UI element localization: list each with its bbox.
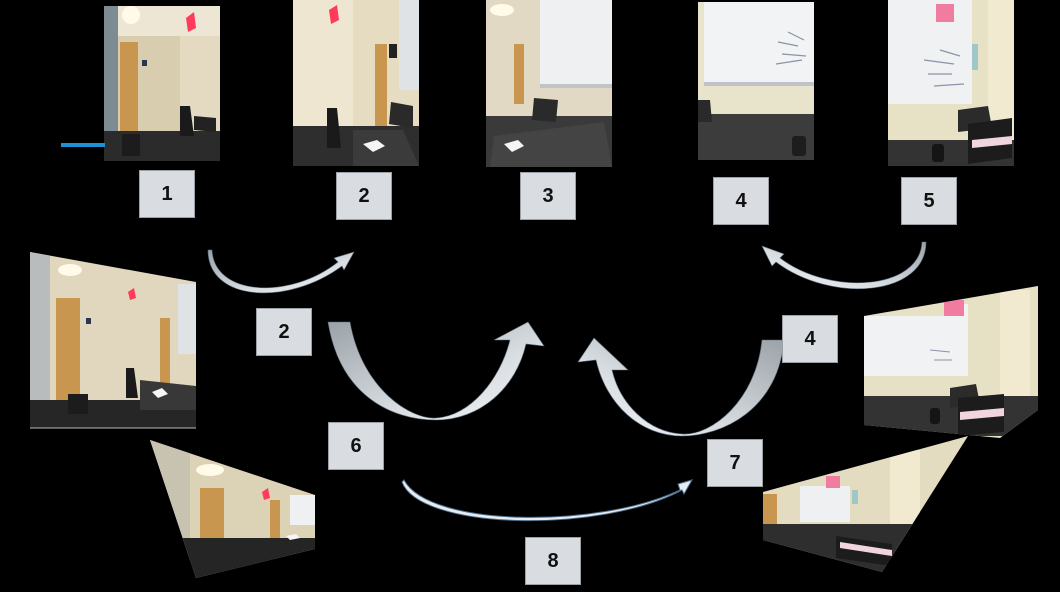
photo-1-image [104,6,220,161]
label-top-5: 5 [901,177,957,225]
label-top-1: 1 [139,170,195,218]
accent-line [61,143,105,147]
photo-frame-4 [698,2,814,160]
arrow-small-right [761,241,927,289]
arrow-small-left [207,249,355,294]
photo-frame-1 [104,6,220,161]
photo-5-image [888,0,1014,166]
photo-frame-3 [486,0,612,167]
label-top-4: 4 [713,177,769,225]
label-mid-4: 4 [782,315,838,363]
arrow-large-right [577,337,785,437]
arrow-large-left [327,321,545,421]
label-mid-7: 7 [707,439,763,487]
photo-frame-2 [293,0,419,166]
photo-3-image [486,0,612,167]
label-top-2: 2 [336,172,392,220]
photo-4-image [698,2,814,160]
arrow-bottom [401,479,694,522]
label-mid-2: 2 [256,308,312,356]
label-bottom-8: 8 [525,537,581,585]
photo-frame-5 [888,0,1014,166]
label-top-3: 3 [520,172,576,220]
label-mid-6: 6 [328,422,384,470]
photo-2-image [293,0,419,166]
